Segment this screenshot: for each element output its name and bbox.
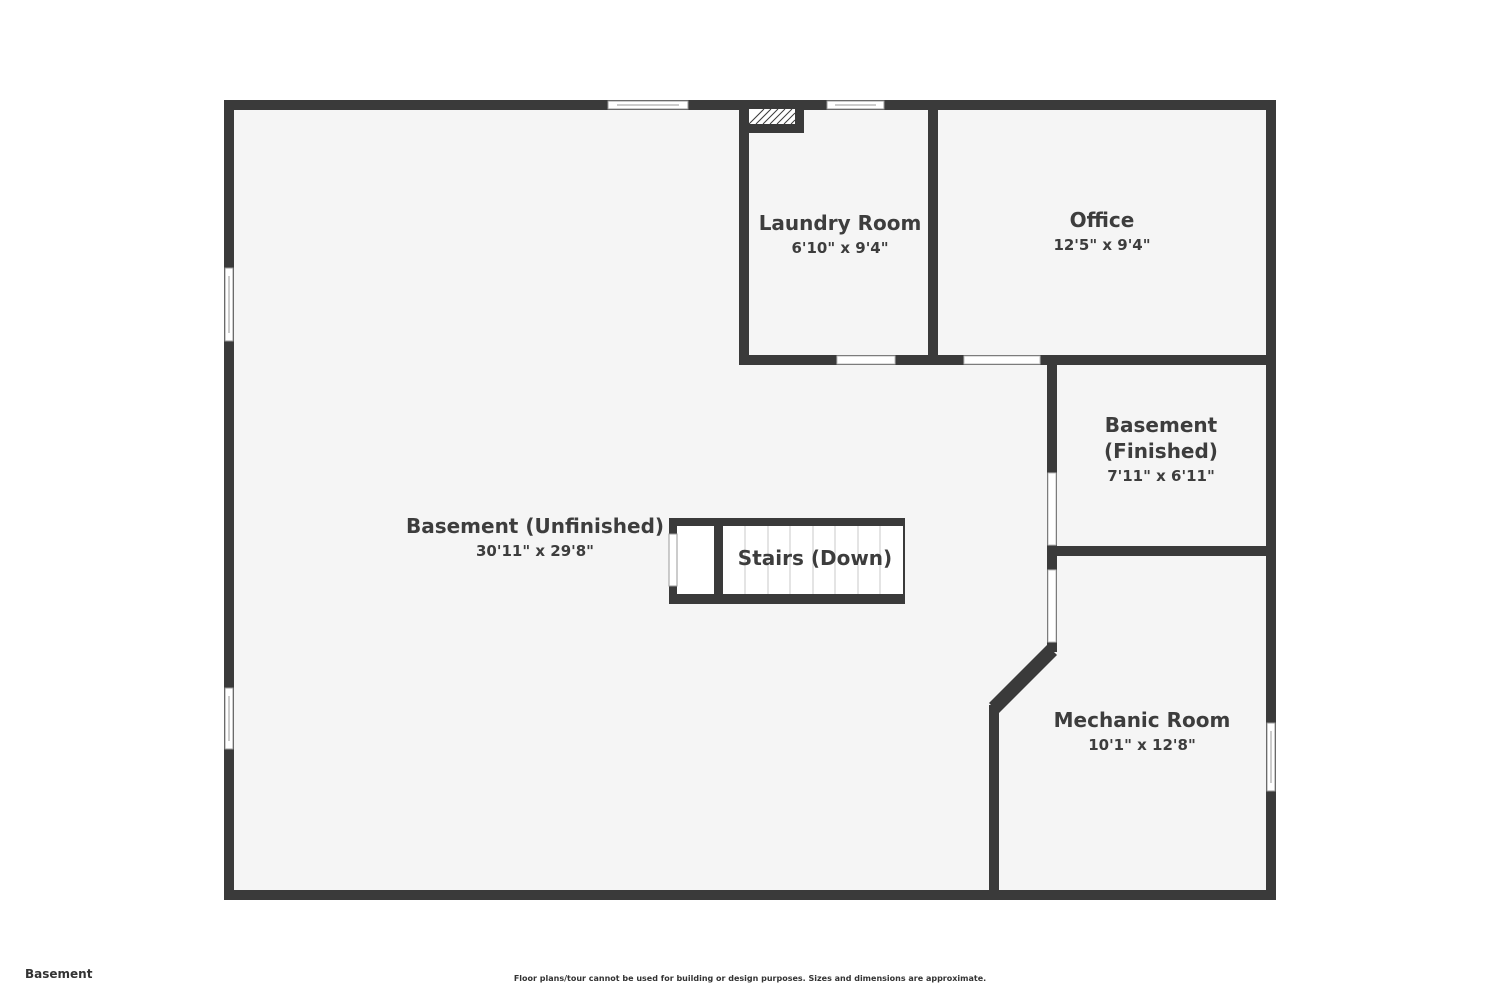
room-label-office: Office 12'5" x 9'4"	[1053, 208, 1150, 254]
chimney-hatch	[748, 108, 796, 125]
room-name: Mechanic Room	[1054, 708, 1231, 732]
room-label-basement-unfinished: Basement (Unfinished) 30'11" x 29'8"	[406, 514, 664, 560]
door-mechanic	[1047, 569, 1057, 643]
door-openings	[836, 355, 1057, 643]
room-name-line2: (Finished)	[1104, 439, 1218, 463]
room-label-mechanic: Mechanic Room 10'1" x 12'8"	[1054, 708, 1231, 754]
stairs-label: Stairs (Down)	[738, 546, 892, 570]
room-name: Basement (Unfinished)	[406, 514, 664, 538]
stairs	[668, 518, 905, 604]
room-label-laundry: Laundry Room 6'10" x 9'4"	[759, 211, 922, 257]
door-office	[963, 355, 1041, 365]
room-dimensions: 30'11" x 29'8"	[476, 542, 594, 560]
floor-area	[229, 105, 1271, 895]
room-name-line1: Basement	[1105, 413, 1218, 437]
room-name: Laundry Room	[759, 211, 922, 235]
room-dimensions: 7'11" x 6'11"	[1107, 467, 1215, 485]
door-laundry	[836, 355, 896, 365]
door-finished	[1047, 472, 1057, 546]
room-dimensions: 6'10" x 9'4"	[791, 239, 888, 257]
floor-label: Basement	[25, 967, 93, 981]
disclaimer: Floor plans/tour cannot be used for buil…	[513, 974, 987, 983]
windows	[224, 100, 1276, 792]
room-name: Office	[1070, 208, 1135, 232]
room-dimensions: 10'1" x 12'8"	[1088, 736, 1196, 754]
room-label-basement-finished: Basement (Finished) 7'11" x 6'11"	[1104, 413, 1218, 485]
room-dimensions: 12'5" x 9'4"	[1053, 236, 1150, 254]
